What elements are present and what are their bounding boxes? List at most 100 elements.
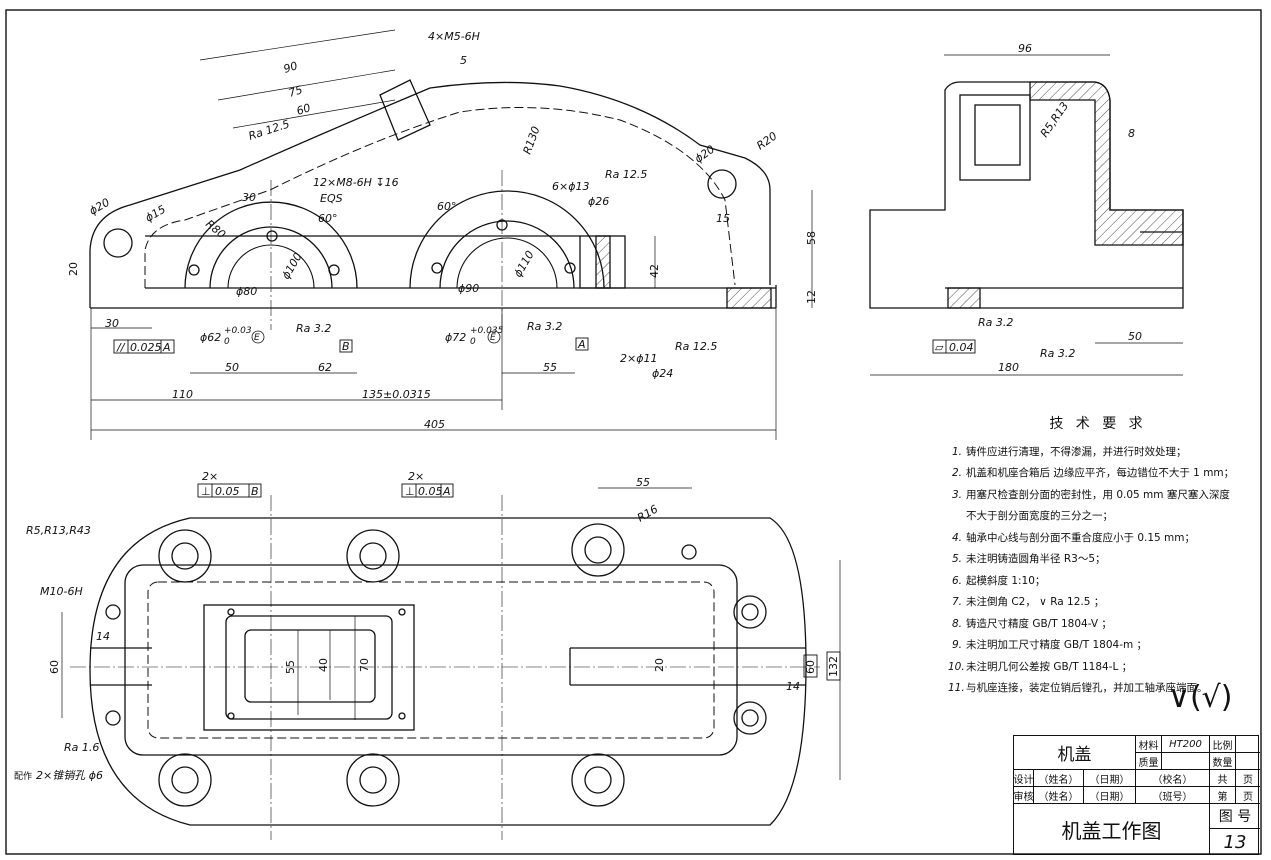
- dim-58: 58: [805, 231, 818, 245]
- top-dim-20: 20: [653, 658, 666, 672]
- dim-405: 405: [424, 418, 445, 431]
- dim-phi110: ϕ110: [511, 249, 536, 280]
- bore-72: ϕ72: [445, 331, 466, 344]
- bolt-holes: [105, 523, 767, 807]
- design-name: （姓名）: [1034, 770, 1084, 787]
- angle-60-right: 60°: [437, 200, 457, 213]
- dim-110: 110: [172, 388, 193, 401]
- tech-item: 5.未注明铸造圆角半径 R3～5；: [948, 549, 1248, 571]
- tech-item: 11.与机座连接，装定位销后镗孔，并加工轴承座端面。: [948, 678, 1248, 700]
- top-dim-55-in: 55: [284, 660, 297, 674]
- dim-42: 42: [648, 264, 661, 278]
- side-dim-8: 8: [1128, 127, 1135, 140]
- side-flat-tol: 0.04: [949, 341, 974, 354]
- dim-30-bottom: 30: [105, 317, 119, 330]
- perp-a-count: 2×: [408, 470, 424, 483]
- top-dim-14-right: 14: [786, 680, 800, 693]
- top-view-labels: 2× ⊥ 0.05 B 2× ⊥ 0.05 A 55 R16 R5,R13,R4…: [14, 470, 841, 782]
- material-label: 材料: [1136, 736, 1162, 753]
- datum-a: A: [577, 338, 586, 351]
- review-name: （姓名）: [1034, 787, 1084, 804]
- dim-phi80: ϕ80: [236, 285, 257, 298]
- perp-symbol-b: ⊥: [201, 485, 211, 498]
- perp-b-count: 2×: [202, 470, 218, 483]
- bore-72-tol-up: +0.035: [470, 326, 504, 336]
- tech-item: 3.用塞尺检查剖分面的密封性，用 0.05 mm 塞尺塞入深度: [948, 485, 1248, 507]
- top-m10: M10-6H: [40, 585, 83, 598]
- pin-note-prefix: 配作: [14, 770, 32, 782]
- tech-item-text: 未注明铸造圆角半径 R3～5；: [966, 553, 1106, 565]
- design-label: 设计: [1014, 770, 1034, 787]
- bore-62: ϕ62: [200, 331, 221, 344]
- tech-item-number: 7.: [951, 596, 962, 608]
- dim-15-right: 15: [716, 212, 730, 225]
- side-dim-96: 96: [1018, 42, 1032, 55]
- dim-90: 90: [282, 59, 299, 76]
- dim-135: 135±0.0315: [362, 388, 431, 401]
- thread-4xm5: 4×M5-6H: [428, 30, 480, 43]
- top-dim-60-left: 60: [48, 660, 61, 674]
- top-dim-14-left: 14: [96, 630, 110, 643]
- top-dim-132: 132: [827, 656, 840, 677]
- review-date: （日期）: [1084, 787, 1136, 804]
- tech-item-text: 轴承中心线与剖分面不重合度应小于 0.15 mm；: [966, 531, 1196, 544]
- tech-item-text: 机盖和机座合箱后 边缘应平齐，每边错位不大于 1 mm；: [966, 467, 1235, 479]
- tech-item: 10.未注明几何公差按 GB/T 1184-L ；: [948, 657, 1248, 679]
- holes-6xphi13: 6×ϕ13: [552, 180, 589, 193]
- dim-5: 5: [460, 54, 467, 67]
- top-view: [61, 487, 841, 840]
- ra32-a: Ra 3.2: [296, 322, 331, 335]
- parallel-symbol: //: [116, 341, 126, 354]
- side-r5r13: R5,R13: [1038, 100, 1071, 140]
- cb-phi24: ϕ24: [652, 367, 673, 380]
- scale-value: [1236, 736, 1260, 753]
- dim-r130: R130: [521, 125, 543, 156]
- tech-item-number: 3.: [951, 488, 962, 501]
- tech-list: 1.铸件应进行清理，不得渗漏，并进行时效处理；2.机盖和机座合箱后 边缘应平齐，…: [948, 442, 1248, 700]
- dim-phi20-right: ϕ20: [692, 143, 717, 166]
- technical-requirements: 技 术 要 求 1.铸件应进行清理，不得渗漏，并进行时效处理；2.机盖和机座合箱…: [948, 414, 1248, 700]
- dim-20-left: 20: [67, 262, 80, 276]
- tech-title: 技 术 要 求: [1049, 416, 1147, 432]
- title-block: 机盖 材料 HT200 比例 质量 数量 设计 （姓名） （日期） （校名） 共…: [1013, 735, 1260, 855]
- total-unit: 页: [1236, 770, 1260, 787]
- dim-r80: R80: [203, 217, 228, 241]
- perp-a-val: 0.05: [418, 485, 443, 498]
- sheet-unit: 页: [1236, 787, 1260, 804]
- tol-parallel: 0.025: [130, 341, 162, 354]
- eqs-label: EQS: [320, 192, 343, 205]
- flatness-symbol: ▱: [935, 341, 944, 354]
- tech-item: 7.未注倒角 C2， ∨ Ra 12.5 ；: [948, 592, 1248, 614]
- tech-item: 不大于剖分面宽度的三分之一；: [948, 506, 1248, 528]
- side-dim-180: 180: [998, 361, 1019, 374]
- holes-2xphi11: 2×ϕ11: [620, 352, 657, 365]
- angle-60-left: 60°: [318, 212, 338, 225]
- tech-item-number: 1.: [951, 445, 962, 458]
- ra-top: Ra 12.5: [247, 117, 291, 142]
- top-r16: R16: [635, 503, 660, 525]
- tech-item-number: 11.: [948, 682, 965, 694]
- sheet-border: [5, 9, 1262, 855]
- tech-item-text: 与机座连接，装定位销后镗孔，并加工轴承座端面。: [966, 682, 1208, 694]
- dim-55: 55: [543, 361, 557, 374]
- total-label: 共: [1210, 770, 1236, 787]
- dim-30-top: 30: [242, 191, 256, 204]
- bore-62-tol-lo: 0: [224, 337, 230, 347]
- top-radii: R5,R13,R43: [26, 524, 91, 537]
- tech-item: 9.未注明加工尺寸精度 GB/T 1804-m ；: [948, 635, 1248, 657]
- thread-12xm8: 12×M8-6H ↧16: [313, 176, 399, 189]
- side-ra32-top: Ra 3.2: [978, 316, 1013, 329]
- sheet-label: 第: [1210, 787, 1236, 804]
- drawing-title: 机盖工作图: [1014, 804, 1210, 855]
- dim-12: 12: [805, 290, 818, 304]
- part-name: 机盖: [1014, 736, 1136, 770]
- top-dim-40: 40: [317, 658, 330, 672]
- dim-75: 75: [287, 83, 304, 100]
- tech-item-text: 铸造尺寸精度 GB/T 1804-V ；: [966, 617, 1112, 630]
- scale-label: 比例: [1210, 736, 1236, 753]
- class-name: （班号）: [1136, 787, 1210, 804]
- e-mark-62: E: [254, 333, 260, 343]
- perp-a-ref: A: [442, 485, 451, 498]
- front-view: [89, 29, 813, 440]
